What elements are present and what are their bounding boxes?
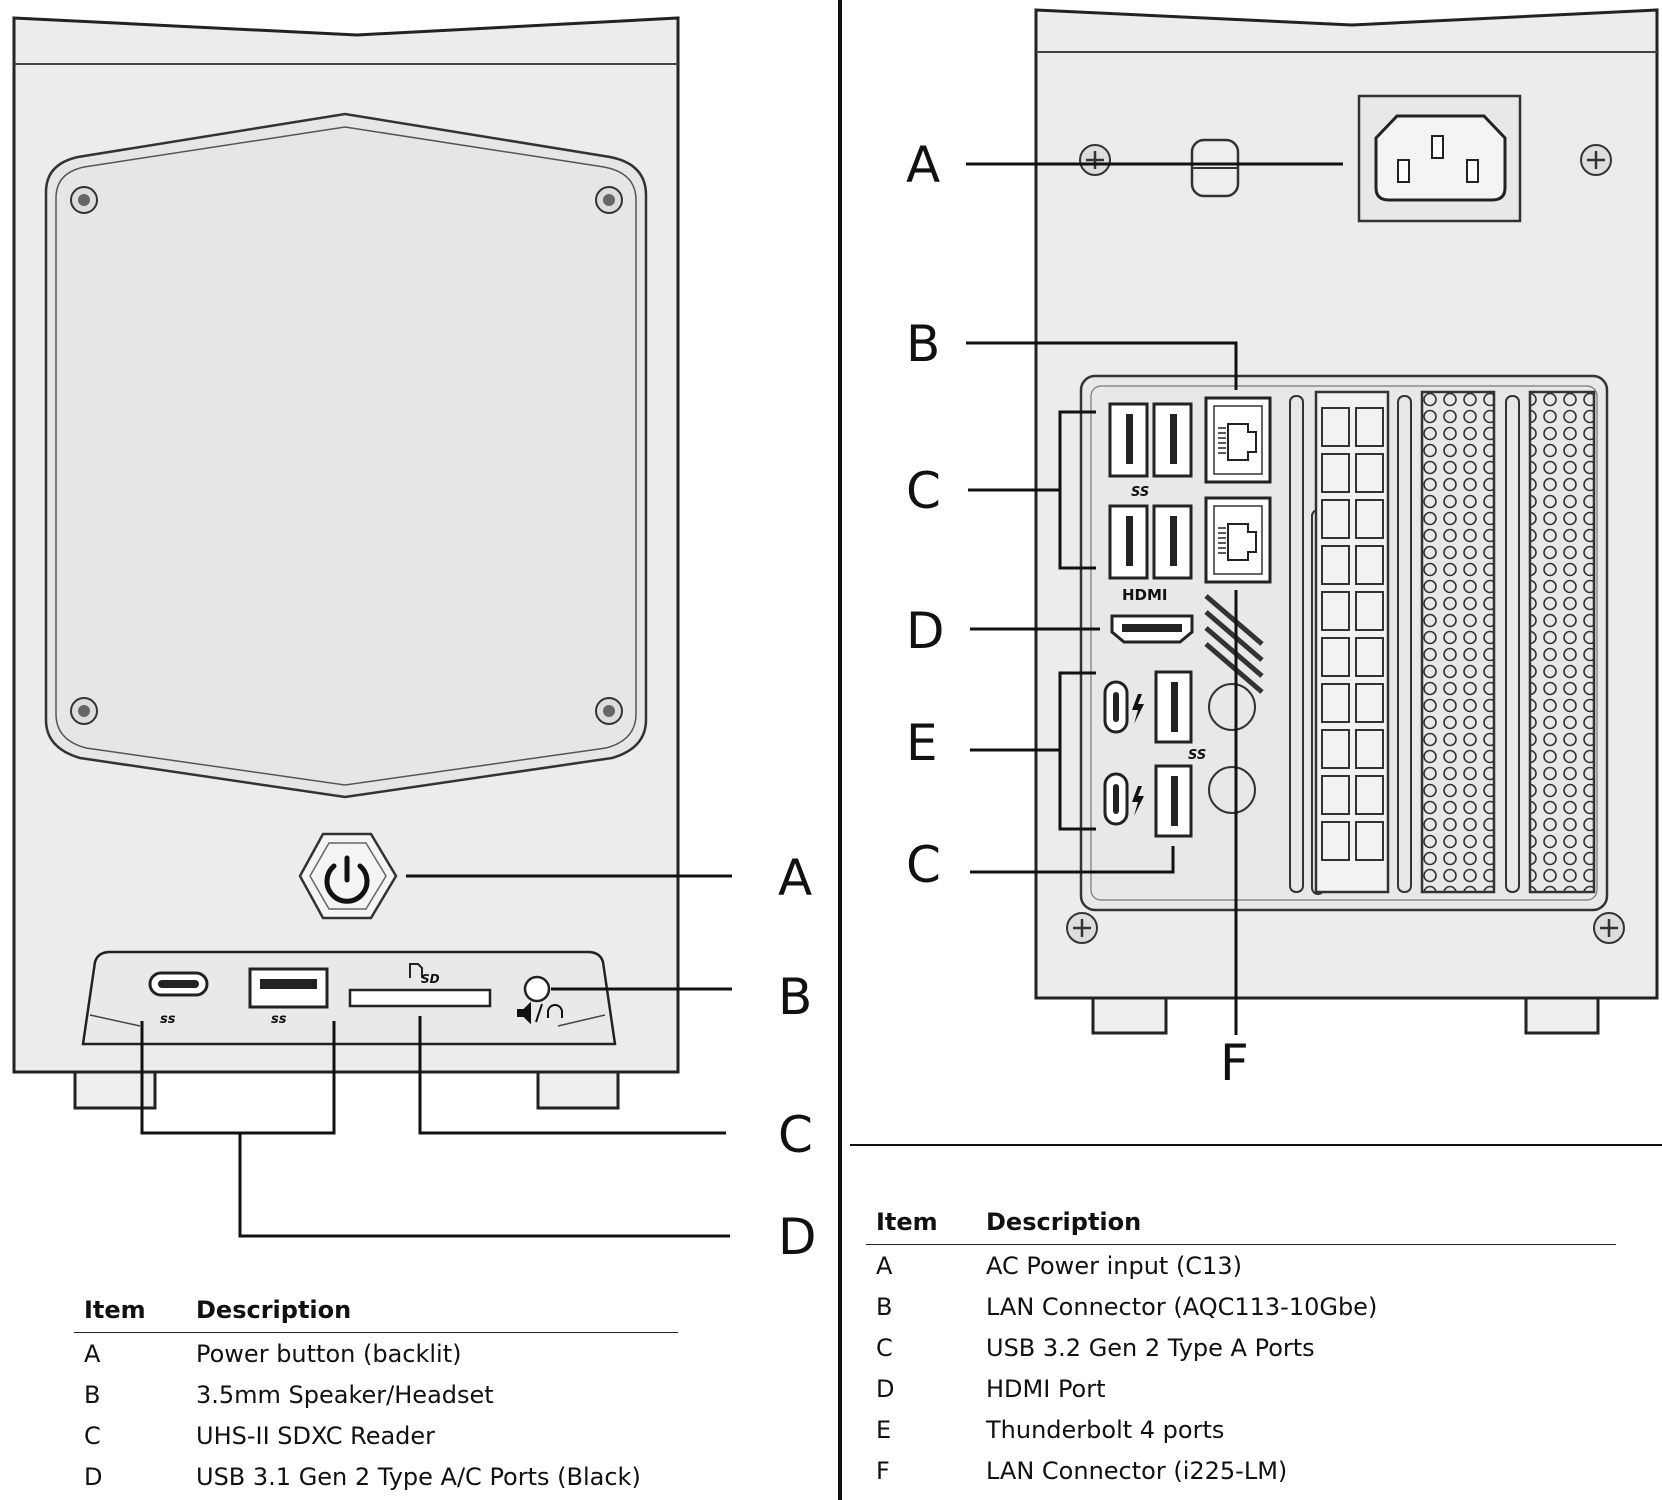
lan-port-icon-f <box>1204 496 1272 584</box>
item-cell: A <box>84 1339 101 1368</box>
description-cell: AC Power input (C13) <box>986 1251 1242 1280</box>
table-row: C USB 3.2 Gen 2 Type A Ports <box>866 1327 1616 1368</box>
table-row: A AC Power input (C13) <box>866 1245 1616 1287</box>
item-cell: C <box>876 1333 893 1362</box>
table-row: A Power button (backlit) <box>74 1333 678 1375</box>
rear-callout-c-bottom: C <box>906 836 941 894</box>
description-cell: UHS-II SDXC Reader <box>196 1421 436 1450</box>
description-cell: LAN Connector (AQC113-10Gbe) <box>986 1292 1378 1321</box>
item-cell: B <box>84 1380 101 1409</box>
rear-callout-f: F <box>1220 1034 1249 1092</box>
front-callout-a: A <box>778 849 812 907</box>
front-callout-c: C <box>778 1106 813 1164</box>
table-row: E Thunderbolt 4 ports <box>866 1409 1616 1450</box>
rear-callout-a: A <box>906 136 940 194</box>
front-legend-table: Item Description A Power button (backlit)… <box>74 1296 678 1497</box>
table-row: D USB 3.1 Gen 2 Type A/C Ports (Black) <box>74 1456 678 1497</box>
rear-legend-table: Item Description A AC Power input (C13) B… <box>866 1208 1616 1491</box>
description-cell: 3.5mm Speaker/Headset <box>196 1380 494 1409</box>
screw-icon <box>1593 912 1625 944</box>
table-row: C UHS-II SDXC Reader <box>74 1415 678 1456</box>
item-cell: B <box>876 1292 893 1321</box>
description-cell: USB 3.1 Gen 2 Type A/C Ports (Black) <box>196 1462 641 1491</box>
screw-icon <box>70 697 98 725</box>
svg-text:SS: SS <box>1131 485 1149 500</box>
vent-slot-cover <box>1528 390 1596 894</box>
item-cell: E <box>876 1415 892 1444</box>
power-inlet-icon <box>1357 94 1522 223</box>
rear-callout-e: E <box>906 714 938 772</box>
table-header-description: Description <box>196 1296 678 1333</box>
item-cell: A <box>876 1251 893 1280</box>
hdmi-logo: HDMI <box>1122 586 1168 604</box>
front-chassis: ss ss SD <box>12 16 680 1110</box>
svg-text:SD: SD <box>421 972 440 986</box>
front-leaders <box>140 874 732 1238</box>
sd-slot-icon <box>348 988 492 1008</box>
front-callout-b: B <box>778 968 812 1026</box>
screw-icon <box>1079 144 1111 176</box>
rear-callout-b: B <box>906 315 940 373</box>
screw-icon <box>1580 144 1612 176</box>
item-cell: C <box>84 1421 101 1450</box>
description-cell: HDMI Port <box>986 1374 1106 1403</box>
vent-slot-cover <box>1420 390 1496 894</box>
horizontal-divider <box>850 1144 1662 1146</box>
vertical-divider <box>838 0 842 1500</box>
front-vent-panel <box>44 112 648 799</box>
table-header-description: Description <box>986 1208 1616 1245</box>
item-cell: F <box>876 1456 890 1485</box>
svg-text:ss: ss <box>271 1012 287 1027</box>
lan-port-icon-b <box>1204 396 1272 484</box>
description-cell: USB 3.2 Gen 2 Type A Ports <box>986 1333 1315 1362</box>
front-callout-d: D <box>778 1208 817 1266</box>
slot-cover-grid <box>1314 390 1390 894</box>
table-row: F LAN Connector (i225-LM) <box>866 1450 1616 1491</box>
headset-icon <box>517 1001 563 1025</box>
svg-text:SS: SS <box>1188 748 1206 763</box>
rear-callout-c-top: C <box>906 462 941 520</box>
svg-text:ss: ss <box>160 1012 176 1027</box>
table-row: B 3.5mm Speaker/Headset <box>74 1374 678 1415</box>
table-row: D HDMI Port <box>866 1368 1616 1409</box>
screw-icon <box>595 186 623 214</box>
screw-icon <box>70 186 98 214</box>
rear-leaders <box>966 162 1343 1035</box>
description-cell: Thunderbolt 4 ports <box>986 1415 1225 1444</box>
description-cell: LAN Connector (i225-LM) <box>986 1456 1288 1485</box>
table-header-item: Item <box>74 1296 196 1333</box>
table-header-item: Item <box>866 1208 986 1245</box>
thunderbolt-port-icon <box>1103 680 1144 826</box>
table-row: B LAN Connector (AQC113-10Gbe) <box>866 1286 1616 1327</box>
rear-callout-d: D <box>906 602 945 660</box>
rear-chassis: SS HDMI <box>1034 8 1659 1035</box>
item-cell: D <box>84 1462 103 1491</box>
screw-icon <box>1066 912 1098 944</box>
audio-jack-icon <box>523 975 551 1003</box>
screw-icon <box>595 697 623 725</box>
description-cell: Power button (backlit) <box>196 1339 462 1368</box>
item-cell: D <box>876 1374 895 1403</box>
power-button-icon <box>298 832 398 920</box>
